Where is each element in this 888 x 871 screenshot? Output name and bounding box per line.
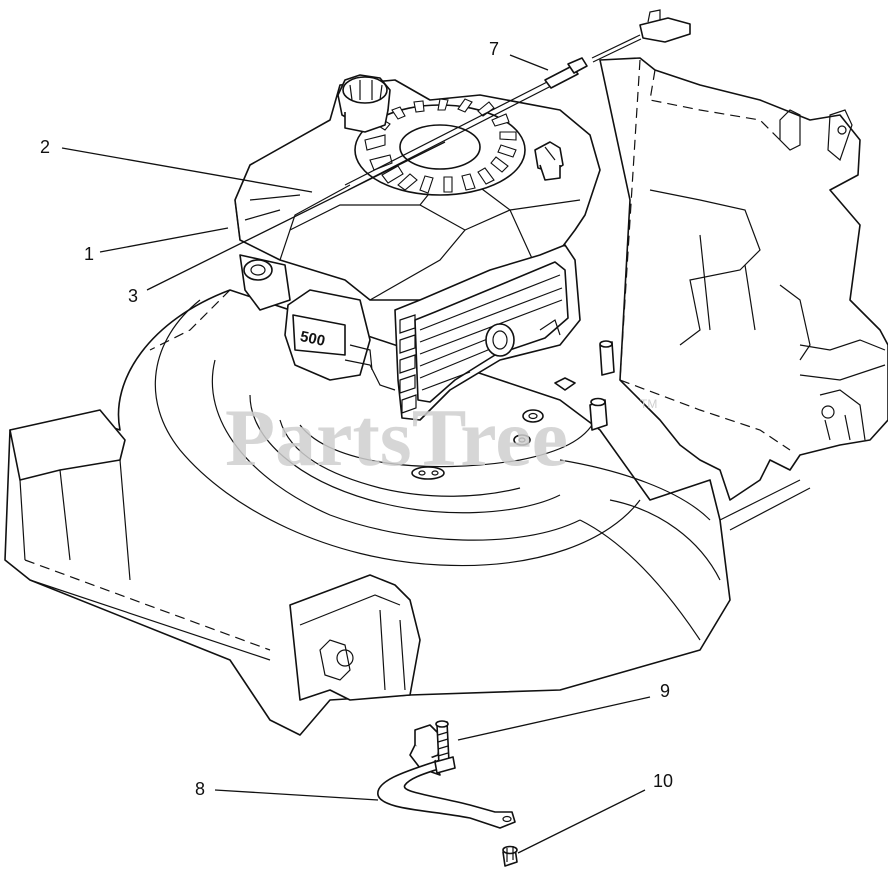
leader-2 <box>61 147 313 193</box>
watermark: PartsTree TM <box>225 392 657 483</box>
oil-fill-cap <box>534 141 564 181</box>
callout-10: 10 <box>653 771 673 791</box>
leader-8 <box>214 789 379 801</box>
side-cover-fins <box>399 274 563 414</box>
engine: 500 <box>234 74 601 421</box>
watermark-trademark: TM <box>640 397 657 411</box>
fuel-cap <box>337 74 391 133</box>
callouts: 2 1 3 7 8 9 10 <box>40 39 673 799</box>
leader-1 <box>99 227 229 253</box>
callout-1: 1 <box>84 244 94 264</box>
bolt <box>434 720 456 774</box>
throttle-cable <box>344 9 691 191</box>
callout-7: 7 <box>489 39 499 59</box>
watermark-text: PartsTree <box>225 392 568 483</box>
engine-badge: 500 <box>299 328 327 350</box>
leader-9 <box>457 696 651 741</box>
callout-2: 2 <box>40 137 50 157</box>
rear-housing <box>599 57 888 501</box>
mower-deck <box>4 289 811 736</box>
leader-10 <box>517 789 646 854</box>
cable-bracket <box>377 724 516 829</box>
callout-9: 9 <box>660 681 670 701</box>
leader-3 <box>146 141 446 291</box>
recoil-fins <box>364 98 517 194</box>
nut <box>502 845 518 867</box>
callout-8: 8 <box>195 779 205 799</box>
leader-lines <box>61 54 651 854</box>
callout-3: 3 <box>128 286 138 306</box>
leader-7 <box>509 54 549 71</box>
